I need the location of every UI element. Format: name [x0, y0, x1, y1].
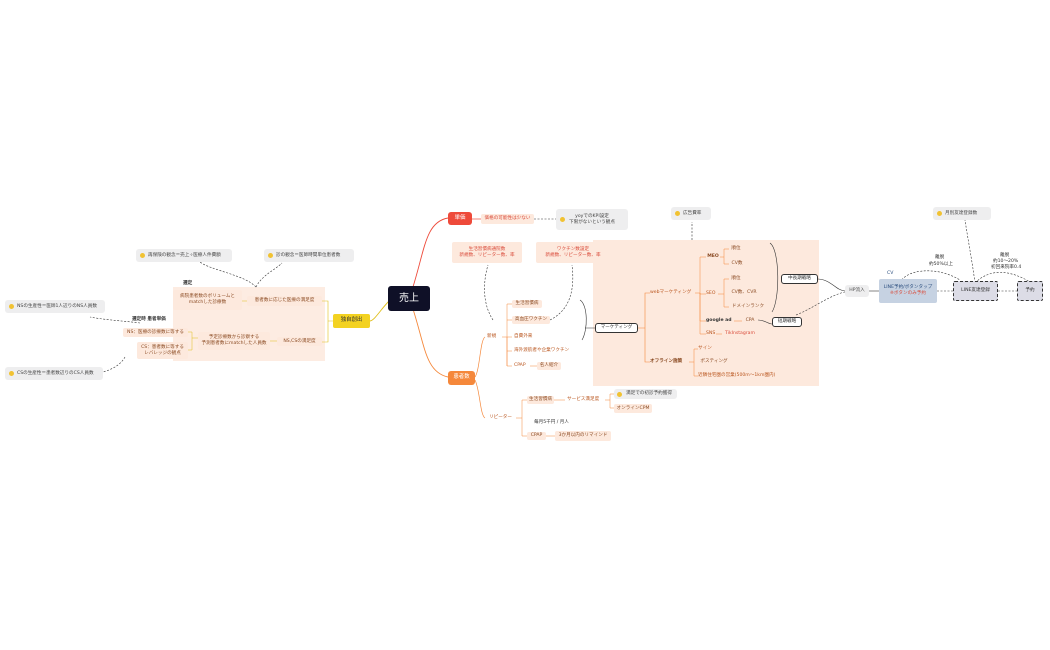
- line-reserve-box[interactable]: LINE友達登録: [953, 281, 998, 301]
- offline-child-0[interactable]: サイン: [698, 346, 712, 351]
- line-friend-sub: ※ボタンのみ予約: [889, 291, 926, 296]
- seo-node[interactable]: SEO: [706, 291, 716, 296]
- online-cpm[interactable]: オンラインCPM: [614, 404, 652, 413]
- sns-node[interactable]: SNS: [706, 331, 716, 336]
- repeater-child-1[interactable]: CPAP: [527, 432, 546, 440]
- prediction[interactable]: 予定診療数から診察する 予測患者数にmatchした人員数: [198, 332, 270, 350]
- meo-node[interactable]: MEO: [706, 253, 720, 261]
- friend-count-note[interactable]: 月別友達登録数: [933, 207, 991, 220]
- offline-node[interactable]: オフライン施策: [650, 359, 683, 364]
- branch-unit-price[interactable]: 単価: [448, 212, 472, 225]
- seo-child-2[interactable]: ドメインランク: [729, 303, 767, 311]
- kpi-note-vaccine-line2: 新規数、リピーター数、率: [545, 252, 601, 258]
- kpi-note-lifestyle-line1: 生活習慣病通院数: [468, 246, 506, 252]
- rev-note-label: 再保険の観念＝売上÷医療人件費額: [148, 252, 221, 258]
- friend-count-label: 月別友達登録数: [945, 210, 978, 216]
- doctor-match-line2: matchした診療数: [188, 300, 227, 305]
- cpa-node[interactable]: CPA: [742, 317, 758, 325]
- prediction-line2: 予測患者数にmatchした人員数: [201, 341, 267, 346]
- line-friend-label: LINE予約/ボタンタップ: [883, 285, 933, 291]
- yoy-note-line2: 下限がないという観点: [569, 219, 615, 225]
- reserve-box[interactable]: 予約: [1017, 281, 1043, 301]
- cv-label: CV: [887, 271, 894, 276]
- doctor-match-line1: 病院患者数のボリュームと: [180, 294, 235, 300]
- note-dot-icon: [560, 217, 565, 222]
- note-dot-icon: [140, 253, 145, 258]
- monthly-price: 毎月5千円 / 月人: [534, 420, 569, 425]
- ns-note-label: NSの生産性＝医師1人辺りのNS人員数: [17, 303, 97, 309]
- conv1-a: 離脱: [935, 255, 945, 260]
- sns-detail[interactable]: TikInstagram: [722, 330, 758, 338]
- note-dot-icon: [617, 391, 622, 397]
- hp-visit[interactable]: HP流入: [845, 285, 869, 297]
- doctor-match[interactable]: 病院患者数のボリュームと matchした診療数: [173, 290, 242, 310]
- offline-child-1[interactable]: ポスティング: [698, 358, 730, 366]
- short-strategy[interactable]: 短期戦略: [772, 317, 802, 327]
- continued-visit[interactable]: 満足での初診予約獲得: [614, 389, 677, 399]
- patients-new[interactable]: 新規: [487, 334, 497, 339]
- cs-line[interactable]: CS：患者数に等する レバレッジの観点: [137, 342, 188, 359]
- note-dot-icon: [9, 371, 14, 376]
- ns-note[interactable]: NSの生産性＝医師1人辺りのNS人員数: [5, 300, 105, 313]
- medium-long-strategy[interactable]: 中長期戦略: [781, 274, 818, 284]
- marketing-node[interactable]: マーケティング: [595, 323, 638, 333]
- ad-cost-note[interactable]: 広告費率: [671, 207, 711, 220]
- staffing[interactable]: NS,CSの満足度: [277, 337, 322, 346]
- note-dot-icon: [937, 211, 942, 216]
- ad-cost-label: 広告費率: [683, 210, 702, 216]
- branch-patients[interactable]: 患者数: [448, 371, 475, 385]
- cs-note-label: CSの生産性＝患者数辺りのCS人員数: [17, 370, 94, 376]
- cpap-reminder[interactable]: 3か月以内のリマインド: [555, 431, 611, 441]
- new-child-2[interactable]: 自費外来: [514, 334, 533, 339]
- conv1-b: 約50%以上: [929, 262, 953, 267]
- meo-child-1[interactable]: CV数: [729, 260, 745, 268]
- note-dot-icon: [9, 304, 14, 309]
- patients-repeater[interactable]: リピーター: [489, 415, 512, 420]
- branch-competitive[interactable]: 独自創出: [333, 314, 370, 328]
- cpap-note[interactable]: 名人紹介: [537, 362, 561, 370]
- rev-note[interactable]: 再保険の観念＝売上÷医療人件費額: [136, 249, 232, 262]
- offline-child-2[interactable]: 近隣住宅圏の営業(500m〜1km圏内): [698, 373, 776, 378]
- seo-child-0[interactable]: 順位: [729, 275, 743, 283]
- note-dot-icon: [268, 253, 273, 258]
- cs-line2: レバレッジの観点: [144, 350, 181, 356]
- cs-note[interactable]: CSの生産性＝患者数辺りのCS人員数: [5, 367, 103, 380]
- new-child-3[interactable]: 海外渡航者や企業ワクチン: [514, 348, 570, 353]
- kpi-note-lifestyle-line2: 新規数、リピーター数、率: [459, 252, 515, 258]
- note-dot-icon: [675, 211, 680, 216]
- google-ad-node[interactable]: google ad: [706, 318, 732, 323]
- yoy-note[interactable]: yoyでのKPI設定 下限がないという観点: [556, 209, 628, 230]
- repeater-child-0[interactable]: 生活習慣病: [527, 396, 554, 404]
- kpi-note-vaccine[interactable]: ワクチン数設定 新規数、リピーター数、率: [536, 242, 610, 263]
- root-node[interactable]: 売上: [388, 286, 430, 311]
- conv2-b: 約10〜20%: [993, 259, 1019, 264]
- web-marketing[interactable]: webマーケティング: [650, 290, 692, 295]
- price-possibility[interactable]: 価格の可能性は少ない: [481, 214, 534, 224]
- conv2-c: 初回来院率0.4: [991, 265, 1022, 270]
- kpi-note-lifestyle[interactable]: 生活習慣病通院数 新規数、リピーター数、率: [452, 242, 522, 263]
- new-child-4[interactable]: CPAP: [514, 363, 526, 368]
- cs-line1: CS：患者数に等する: [141, 344, 184, 350]
- prediction-line1: 予定診療数から診察する: [208, 335, 260, 341]
- continued-visit-label: 満足での初診予約獲得: [626, 391, 672, 397]
- sub-label: 選定時 患者単価: [132, 317, 166, 322]
- kpi-note-vaccine-line1: ワクチン数設定: [556, 246, 590, 252]
- doctor-note[interactable]: 診の観念＝医師時間単位患者数: [264, 249, 354, 262]
- conv2-a: 離脱: [1000, 253, 1010, 258]
- doctor-target[interactable]: 患者数に応じた医療の満足度: [247, 296, 322, 306]
- line-friend-box[interactable]: LINE予約/ボタンタップ ※ボタンのみ予約: [879, 279, 937, 303]
- seo-child-1[interactable]: CV数、CVR: [729, 289, 759, 297]
- meo-child-0[interactable]: 順位: [729, 245, 743, 253]
- select-label: 選定: [183, 281, 193, 286]
- new-child-0[interactable]: 生活習慣病: [512, 300, 542, 308]
- doctor-note-label: 診の観念＝医師時間単位患者数: [276, 252, 341, 258]
- new-child-1[interactable]: 高血圧ワクチン: [512, 316, 550, 324]
- service-improve[interactable]: サービス満足度: [567, 397, 600, 402]
- ns-line[interactable]: NS：医療の診療数に等する: [123, 328, 188, 337]
- yoy-note-line1: yoyでのKPI設定: [575, 213, 609, 219]
